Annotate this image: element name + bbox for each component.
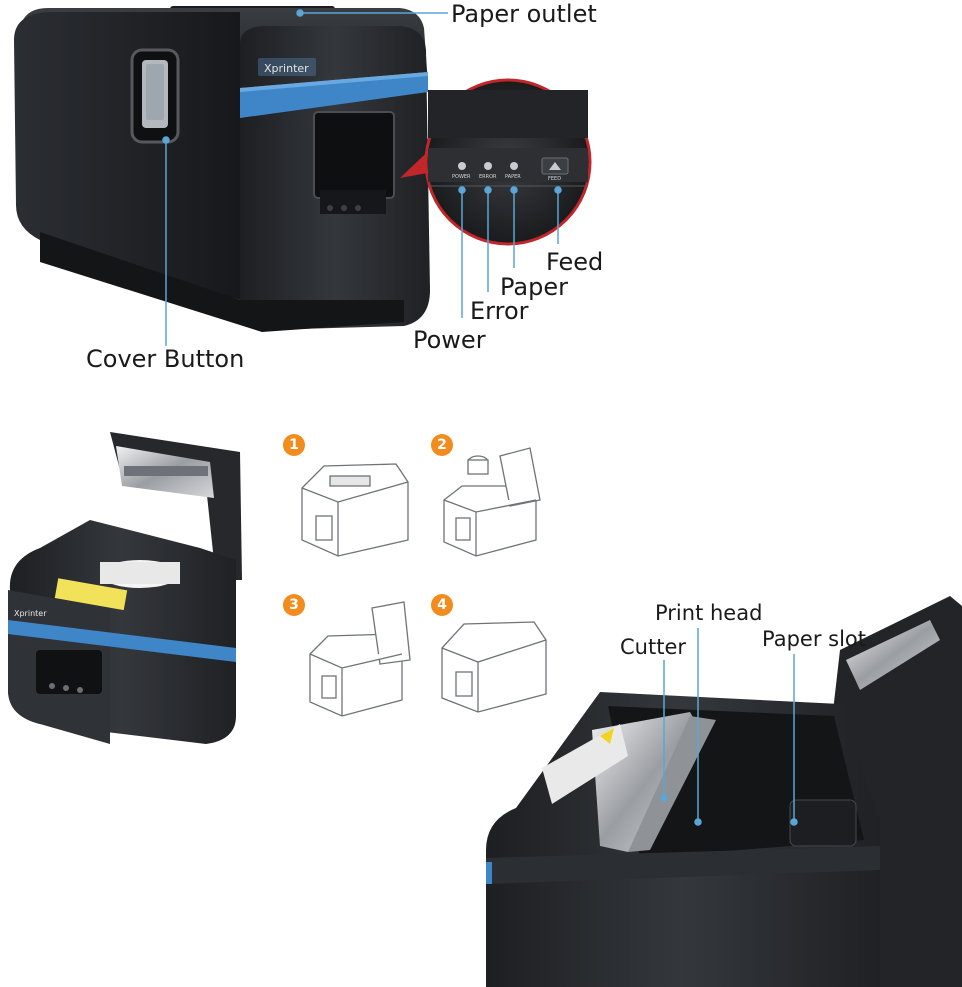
label-feed: Feed — [546, 248, 604, 276]
callout-lines-top — [162, 9, 562, 346]
step-badge-3: 3 — [283, 594, 305, 616]
step-badge-2: 2 — [431, 434, 453, 456]
panel-label-paper: PAPER — [505, 174, 521, 180]
printer-open-small: Xprinter — [8, 432, 242, 744]
label-print-head: Print head — [655, 601, 763, 625]
label-error: Error — [470, 297, 529, 325]
panel-label-error: ERROR — [479, 174, 497, 180]
brand-logo: Xprinter — [264, 62, 309, 75]
label-paper: Paper — [500, 273, 568, 301]
printer-closed: Xprinter — [14, 6, 444, 332]
printer-open-closeup — [486, 596, 962, 987]
callout-lines-bottom — [660, 628, 798, 826]
step-badge-4: 4 — [431, 594, 453, 616]
control-panel-zoom: POWER ERROR PAPER FEED — [424, 78, 592, 246]
panel-label-power: POWER — [452, 174, 471, 180]
label-cover-button: Cover Button — [86, 345, 245, 373]
label-power: Power — [413, 326, 486, 354]
panel-label-feed: FEED — [548, 176, 561, 182]
steps-illustrations — [301, 447, 547, 717]
brand-logo-small: Xprinter — [14, 609, 47, 618]
label-paper-outlet: Paper outlet — [451, 0, 597, 28]
label-paper-slot: Paper slot — [762, 627, 867, 651]
label-cutter: Cutter — [620, 635, 686, 659]
step-badge-1: 1 — [283, 434, 305, 456]
